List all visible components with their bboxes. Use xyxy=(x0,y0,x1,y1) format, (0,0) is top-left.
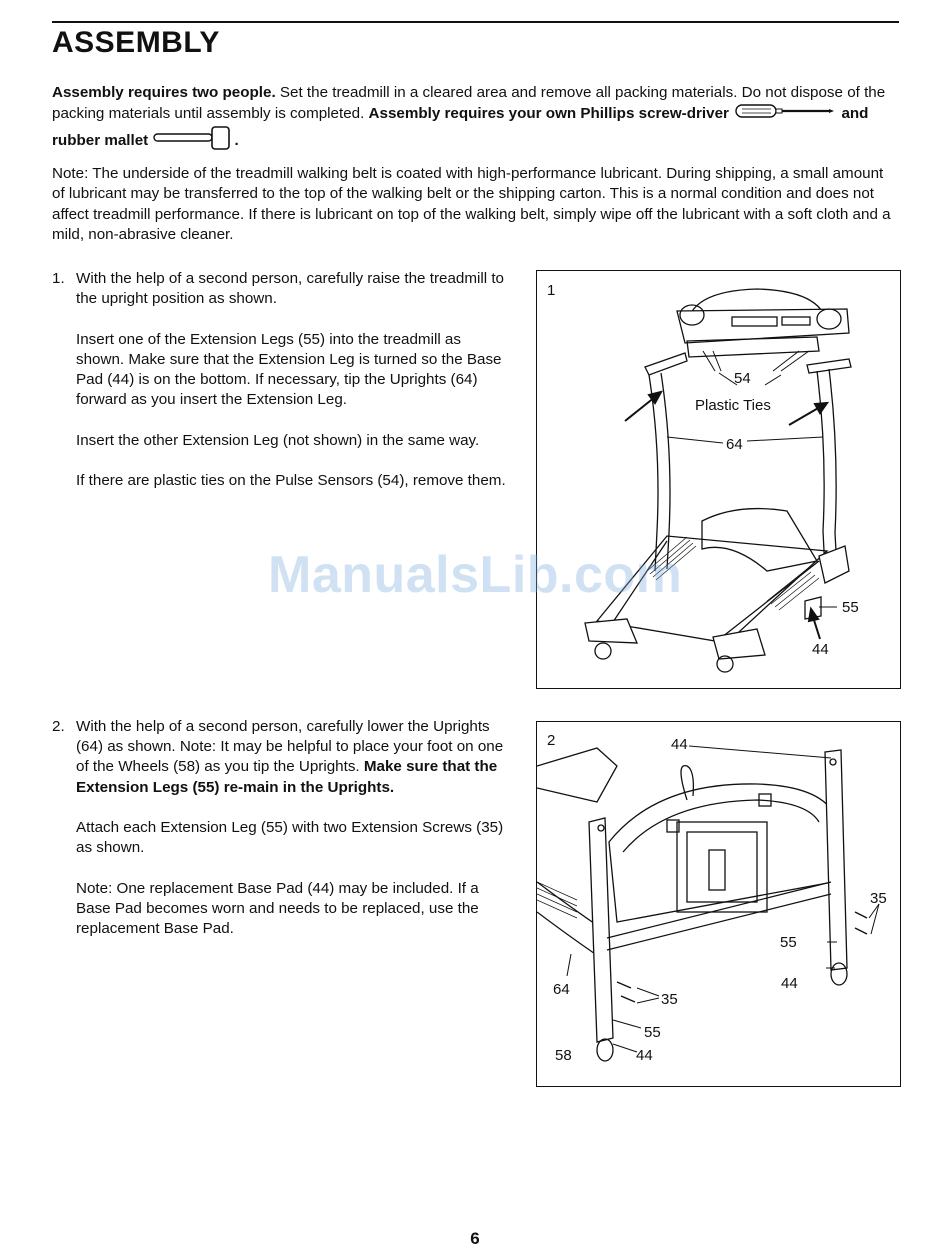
step-2-number: 2. xyxy=(52,718,65,735)
figure-2-label-44-top: 44 xyxy=(671,736,688,753)
figure-2-lowered-uprights-illustration: 2 xyxy=(537,732,887,1064)
step-2-paragraph-3: Note: One replacement Base Pad (44) may … xyxy=(76,879,479,937)
step-1-paragraph-4: If there are plastic ties on the Pulse S… xyxy=(76,471,506,489)
step-1-paragraph-3: Insert the other Extension Leg (not show… xyxy=(76,431,480,449)
intro-bold-mallet: and rubber mallet xyxy=(52,105,869,150)
figure-2-label-58: 58 xyxy=(555,1047,572,1064)
figure-1-treadmill-upright-illustration: 1 xyxy=(547,282,859,673)
figure-1-label-44: 44 xyxy=(812,641,829,658)
figure-2-number: 2 xyxy=(547,732,555,749)
figure-2-label-55-right: 55 xyxy=(780,934,797,951)
figure-2-label-44-left: 44 xyxy=(636,1047,653,1064)
intro-end-period: . xyxy=(234,132,239,150)
figure-1-number: 1 xyxy=(547,282,555,299)
section-title: ASSEMBLY xyxy=(52,26,220,59)
figure-2-label-44-right: 44 xyxy=(781,975,798,992)
step-2-paragraph-1: With the help of a second person, carefu… xyxy=(76,717,507,798)
screwdriver-icon xyxy=(733,103,837,125)
figure-2-label-35-right: 35 xyxy=(870,890,887,907)
page-number: 6 xyxy=(470,1229,480,1248)
step-2-paragraph-1-text: With the help of a second person, carefu… xyxy=(76,718,504,776)
figure-1-label-54: 54 xyxy=(734,370,751,387)
step-1-number: 1. xyxy=(52,270,65,287)
step-2-paragraph-2: Attach each Extension Leg (55) with two … xyxy=(76,819,504,857)
lubricant-note: Note: The underside of the treadmill wal… xyxy=(52,165,891,244)
figure-2-label-55-left: 55 xyxy=(644,1024,661,1041)
figure-2-label-64: 64 xyxy=(553,981,570,998)
step-1: 1. With the help of a second person, car… xyxy=(52,269,507,511)
figure-1-label-plastic-ties: Plastic Ties xyxy=(695,397,771,414)
figure-1-label-55: 55 xyxy=(842,599,859,616)
step-1-paragraph-1: With the help of a second person, carefu… xyxy=(76,270,505,308)
rubber-mallet-icon xyxy=(152,126,234,156)
step-2-paragraph-1-bold: Make sure that the Extension Legs (55) r… xyxy=(76,758,498,796)
step-2: 2. With the help of a second person, car… xyxy=(52,717,507,959)
step-1-paragraph-2: Insert one of the Extension Legs (55) in… xyxy=(76,330,502,409)
intro-bold-two-people: Assembly requires two people. xyxy=(52,84,276,101)
watermark: ManualsLib.com xyxy=(268,546,683,604)
intro-bold-screwdriver: Assembly requires your own Phillips scre… xyxy=(368,105,729,123)
figure-2-label-35-left: 35 xyxy=(661,991,678,1008)
intro-paragraph: Assembly requires two people. Set the tr… xyxy=(52,83,900,156)
intro-text: Set the treadmill in a cleared area and … xyxy=(52,84,886,123)
top-rule xyxy=(52,21,899,23)
figure-2-box: 2 xyxy=(536,721,901,1087)
figure-1-box: 1 xyxy=(536,270,901,689)
figure-1-label-64: 64 xyxy=(726,436,743,453)
